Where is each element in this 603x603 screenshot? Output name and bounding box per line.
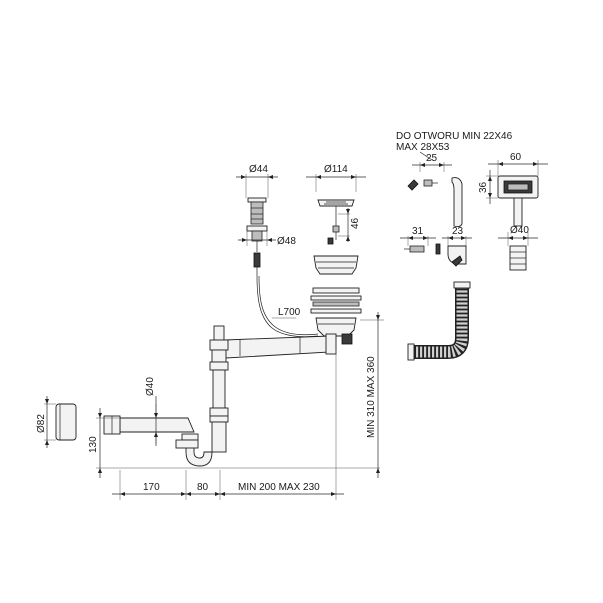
overflow-assembly: DO OTWORU MIN 22X46 MAX 28X53 25 60 36 <box>396 131 548 361</box>
dim-130-label: 130 <box>88 436 99 453</box>
hole-size-line1: DO OTWORU MIN 22X46 <box>396 131 513 142</box>
dim-d82-label: Ø82 <box>36 414 47 433</box>
dim-23-label: 23 <box>452 226 464 237</box>
dim-25-label: 25 <box>426 153 438 164</box>
dim-d48-label: Ø48 <box>277 236 296 247</box>
siphon-body <box>103 325 337 467</box>
dim-d40-pipe: Ø40 <box>145 377 158 446</box>
dim-46-label: 46 <box>350 217 361 229</box>
dim-l700-label: L700 <box>278 307 301 318</box>
dim-d44-label: Ø44 <box>249 164 268 175</box>
dim-60-label: 60 <box>510 152 522 163</box>
dim-d114-label: Ø114 <box>324 164 348 175</box>
wall-rosette: Ø82 <box>36 396 77 448</box>
dim-d40-pipe-label: Ø40 <box>145 377 156 396</box>
hole-size-line2: MAX 28X53 <box>396 142 450 153</box>
dim-d40-overflow-label: Ø40 <box>510 225 529 236</box>
dim-bottom-widths: 170 80 MIN 200 MAX 230 <box>112 350 344 500</box>
dim-130: 130 <box>88 408 380 478</box>
dim-height-min310-max360: MIN 310 MAX 360 <box>360 312 384 478</box>
popup-plug-assembly: Ø44 Ø48 <box>236 164 296 276</box>
dim-170-label: 170 <box>143 482 160 493</box>
dim-36-label: 36 <box>478 181 489 193</box>
dim-31-label: 31 <box>412 226 424 237</box>
dim-80-label: 80 <box>197 482 209 493</box>
dim-height-label: MIN 310 MAX 360 <box>366 356 377 438</box>
bowden-cable: L700 <box>256 275 319 338</box>
basket-strainer-assembly: Ø114 46 <box>306 164 366 345</box>
dim-min200-label: MIN 200 MAX 230 <box>238 482 320 493</box>
